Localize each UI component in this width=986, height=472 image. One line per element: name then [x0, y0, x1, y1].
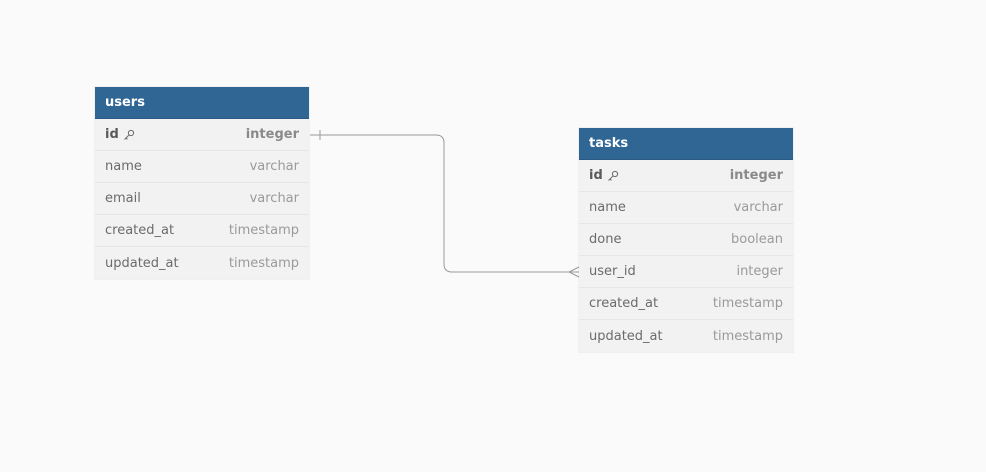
column-type: timestamp	[712, 328, 783, 344]
column-type: timestamp	[712, 296, 783, 311]
column-row-name[interactable]: name varchar	[579, 192, 793, 224]
column-row-updated-at[interactable]: updated_at timestamp	[579, 320, 793, 352]
column-type: integer	[245, 127, 299, 142]
column-name: created_at	[589, 296, 659, 311]
column-type: varchar	[249, 191, 299, 206]
column-row-done[interactable]: done boolean	[579, 224, 793, 256]
column-name: id	[589, 168, 603, 183]
column-row-email[interactable]: email varchar	[95, 183, 309, 215]
table-header-users[interactable]: users	[95, 87, 309, 119]
column-type: integer	[736, 264, 783, 279]
column-row-id[interactable]: id integer	[95, 119, 309, 151]
relation-line-users-id-tasks-user-id[interactable]	[310, 134, 579, 273]
column-name: id	[105, 127, 119, 142]
column-name: updated_at	[105, 255, 179, 271]
table-header-tasks[interactable]: tasks	[579, 128, 793, 160]
column-type: timestamp	[228, 255, 299, 271]
column-name: user_id	[589, 264, 636, 279]
table-users[interactable]: users id integer name varchar email varc…	[95, 87, 309, 279]
table-tasks[interactable]: tasks id integer name varchar done boole…	[579, 128, 793, 352]
column-name: email	[105, 191, 141, 206]
column-name: updated_at	[589, 328, 663, 344]
column-name: created_at	[105, 223, 175, 238]
key-icon	[123, 129, 135, 141]
column-type: varchar	[733, 200, 783, 215]
column-type: integer	[729, 168, 783, 183]
column-name-wrapper: id	[589, 168, 619, 183]
column-name: done	[589, 232, 622, 247]
column-row-updated-at[interactable]: updated_at timestamp	[95, 247, 309, 279]
column-row-id[interactable]: id integer	[579, 160, 793, 192]
column-name: name	[105, 159, 142, 174]
column-row-created-at[interactable]: created_at timestamp	[579, 288, 793, 320]
column-type: boolean	[731, 232, 783, 247]
column-type: timestamp	[228, 223, 299, 238]
column-name: name	[589, 200, 626, 215]
column-row-created-at[interactable]: created_at timestamp	[95, 215, 309, 247]
column-type: varchar	[249, 159, 299, 174]
key-icon	[607, 170, 619, 182]
column-row-user-id[interactable]: user_id integer	[579, 256, 793, 288]
column-row-name[interactable]: name varchar	[95, 151, 309, 183]
many-cardinality-marker	[567, 266, 580, 278]
column-name-wrapper: id	[105, 127, 135, 142]
